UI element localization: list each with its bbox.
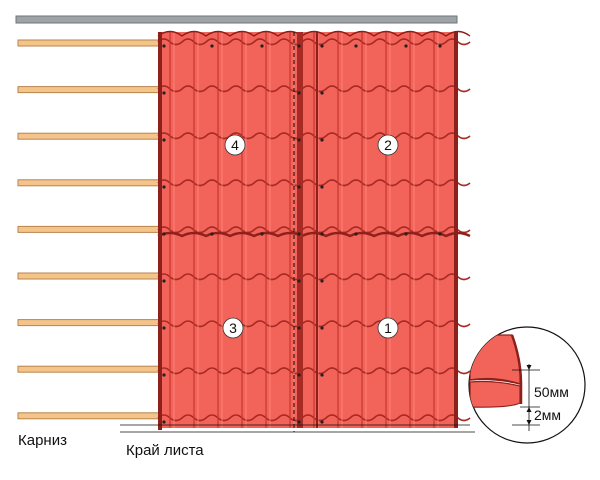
fastener-screw xyxy=(297,420,301,424)
sheet-marker-number: 3 xyxy=(229,320,237,336)
batten xyxy=(17,132,161,140)
fastener-screw xyxy=(162,326,166,330)
batten xyxy=(17,412,161,420)
fastener-screw xyxy=(260,44,264,48)
fastener-screw xyxy=(297,44,301,48)
fastener-screw xyxy=(297,326,301,330)
sheet-marker-circle xyxy=(377,317,399,339)
dim-arrowhead-1 xyxy=(526,365,532,370)
batten xyxy=(17,39,161,47)
fastener-screw xyxy=(210,232,214,236)
battens xyxy=(17,39,161,420)
fastener-screw xyxy=(320,373,324,377)
sheet-surface xyxy=(158,32,458,428)
fastener-screw xyxy=(320,232,324,236)
fastener-screw xyxy=(297,373,301,377)
fastener-screw xyxy=(438,44,442,48)
batten xyxy=(17,86,161,94)
batten xyxy=(17,365,161,373)
roof-sheets xyxy=(157,30,471,432)
dim-arrowhead-2 xyxy=(526,407,532,412)
batten xyxy=(17,272,161,280)
fastener-screw xyxy=(320,138,324,142)
fastener-screw xyxy=(162,138,166,142)
detail-sheet-upper xyxy=(469,334,521,385)
fastener-screw xyxy=(162,420,166,424)
fastener-screw xyxy=(162,232,166,236)
vertical-overlap-seam xyxy=(297,32,303,428)
sheet-markers: 1 2 3 4 xyxy=(222,134,399,339)
fastener-screw xyxy=(210,44,214,48)
batten xyxy=(17,319,161,327)
fastener-screw xyxy=(162,373,166,377)
fastener-screw xyxy=(297,91,301,95)
fastener-screw xyxy=(354,44,358,48)
fastener-screw xyxy=(162,185,166,189)
dim-gap-label: 2мм xyxy=(534,407,561,423)
sheet-marker-1: 1 xyxy=(377,317,399,339)
fastener-screw xyxy=(404,44,408,48)
eave-label: Карниз xyxy=(18,432,67,449)
fastener-screw xyxy=(297,279,301,283)
sheet-marker-circle xyxy=(224,134,246,156)
fastener-screw xyxy=(162,91,166,95)
fastener-screw xyxy=(320,91,324,95)
fastener-screw xyxy=(297,138,301,142)
sheet-right-edge xyxy=(454,32,458,428)
fastener-screw xyxy=(404,232,408,236)
ridge-bar xyxy=(15,15,458,24)
detail-sheet-lower xyxy=(469,380,521,408)
overlap-detail-magnifier: 50мм 2мм xyxy=(468,326,586,444)
fastener-screw xyxy=(297,185,301,189)
batten xyxy=(17,225,161,233)
fastener-screw xyxy=(320,420,324,424)
sheet-marker-number: 2 xyxy=(384,137,392,153)
fastener-screw xyxy=(320,326,324,330)
dim-arrowhead-3 xyxy=(526,420,532,425)
fastener-screw xyxy=(260,232,264,236)
sheet-marker-3: 3 xyxy=(222,317,244,339)
fastener-screw xyxy=(162,44,166,48)
fastener-screw xyxy=(354,232,358,236)
sheet-marker-4: 4 xyxy=(224,134,246,156)
sheet-marker-2: 2 xyxy=(377,134,399,156)
fastener-screw xyxy=(320,185,324,189)
batten xyxy=(17,179,161,187)
sheet-left-edge xyxy=(158,32,162,430)
sheet-marker-number: 4 xyxy=(231,137,239,153)
sheet-marker-circle xyxy=(222,317,244,339)
dim-overlap-label: 50мм xyxy=(534,384,569,400)
sheet-top-edge xyxy=(157,30,471,37)
fastener-screw xyxy=(297,232,301,236)
fastener-screw xyxy=(320,44,324,48)
sheet-marker-number: 1 xyxy=(384,320,392,336)
sheet-edge-label: Край листа xyxy=(126,442,204,459)
fastener-screw xyxy=(438,232,442,236)
fastener-screw xyxy=(320,279,324,283)
sheet-marker-circle xyxy=(377,134,399,156)
fastener-screw xyxy=(162,279,166,283)
horizontal-overlap-seam xyxy=(157,231,471,238)
